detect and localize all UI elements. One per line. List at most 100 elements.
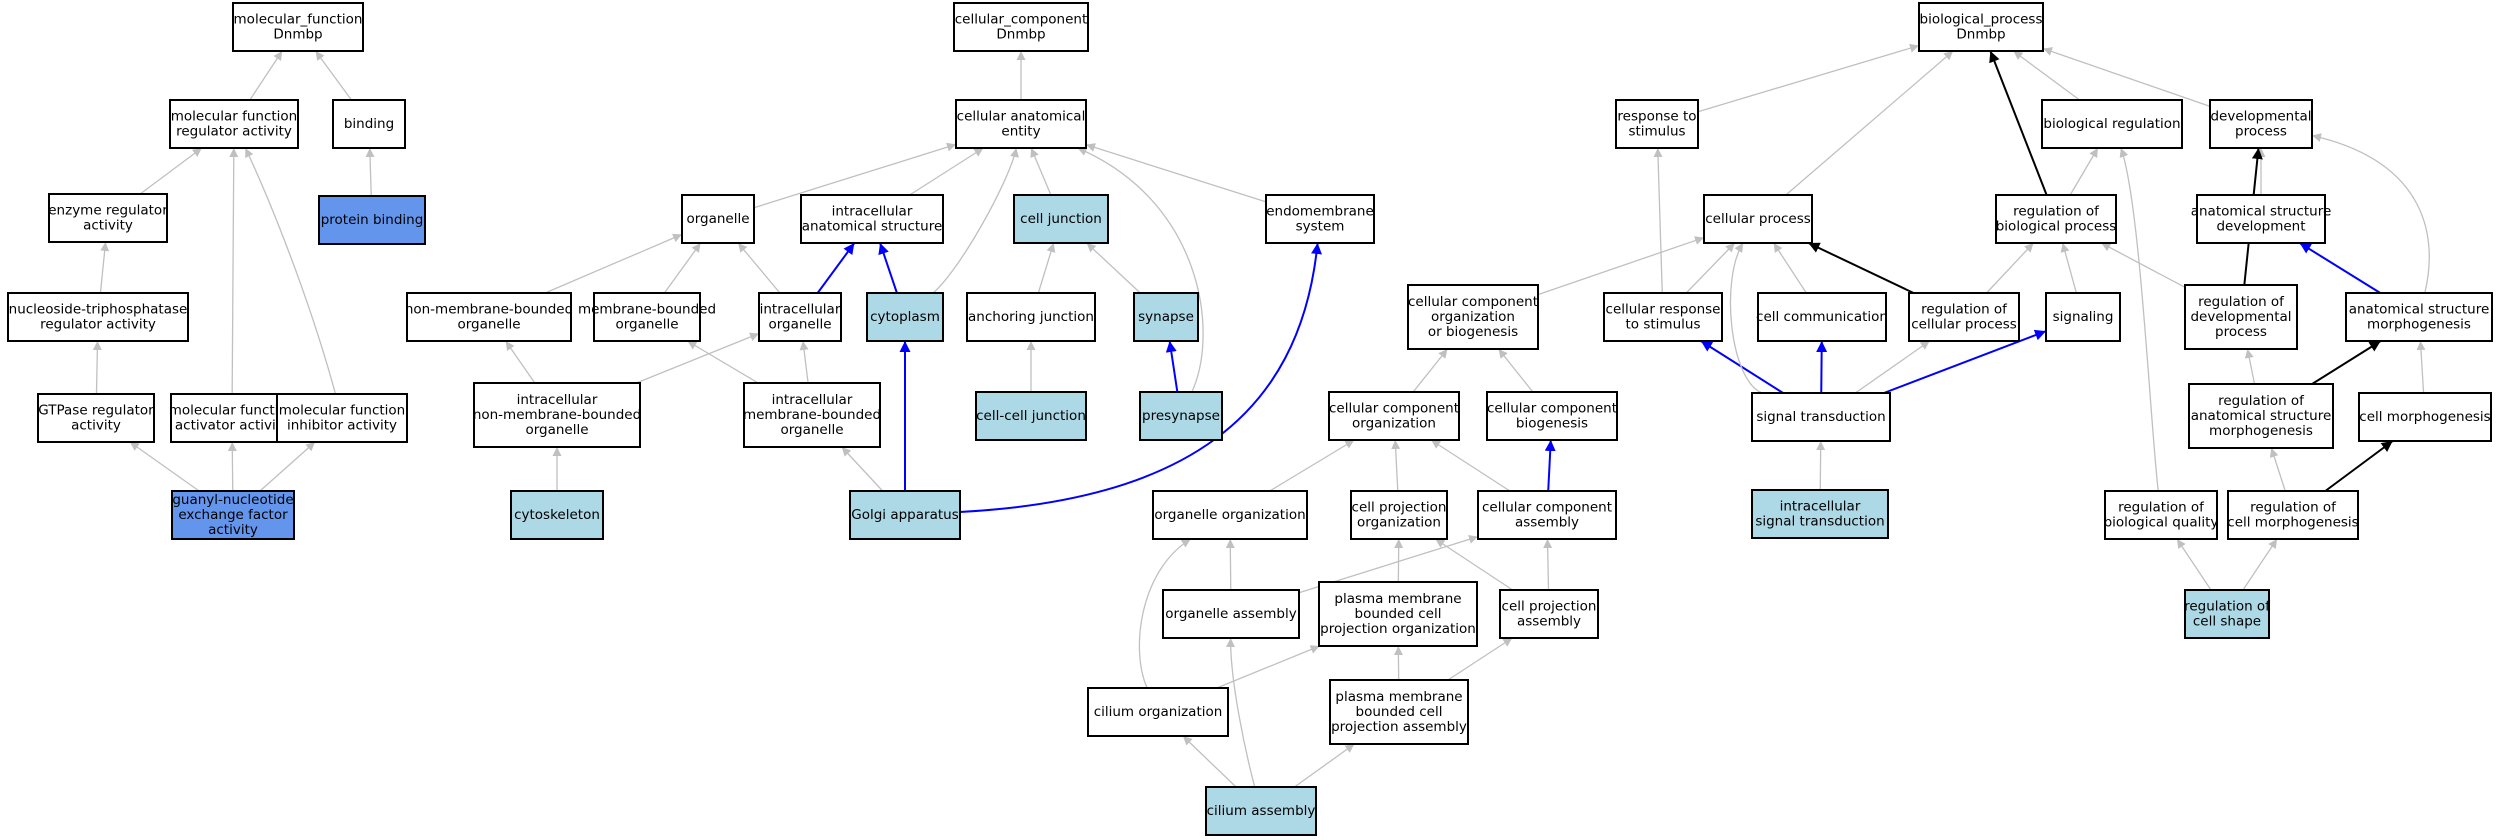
is-a-edge xyxy=(1773,242,1807,294)
node-label: cellular response xyxy=(1606,302,1721,318)
node-box xyxy=(743,382,881,448)
node-label: cell communication xyxy=(1756,309,1888,325)
go-term-node: cilium organization xyxy=(1087,687,1229,737)
node-box xyxy=(1995,194,2117,244)
is-a-edge xyxy=(2060,242,2078,294)
node-label: biogenesis xyxy=(1516,416,1588,432)
node-label: regulation of xyxy=(2198,294,2285,310)
node-label: regulation of xyxy=(2118,500,2205,516)
node-label: intracellular xyxy=(1780,499,1861,515)
node-label: cellular anatomical xyxy=(957,109,1086,125)
node-box xyxy=(1757,292,1887,342)
part-of-edge xyxy=(959,242,1322,513)
is-a-edge xyxy=(227,441,237,492)
node-box xyxy=(48,193,168,243)
is-a-edge xyxy=(1697,43,1920,113)
node-box xyxy=(2184,589,2270,639)
is-a-edge xyxy=(2242,538,2278,591)
node-box xyxy=(1318,581,1478,647)
node-box xyxy=(37,393,155,443)
node-label: morphogenesis xyxy=(2209,423,2313,439)
is-a-edge xyxy=(1543,538,1553,591)
node-box xyxy=(1918,2,2044,52)
is-a-edge xyxy=(1391,439,1401,492)
node-label: assembly xyxy=(1517,614,1581,630)
node-label: protein binding xyxy=(321,212,424,228)
node-box xyxy=(1477,490,1617,540)
node-box xyxy=(2358,392,2492,442)
node-box xyxy=(332,99,406,149)
node-label: stimulus xyxy=(1628,124,1685,140)
node-box xyxy=(7,292,189,342)
node-box xyxy=(966,292,1096,342)
node-label: regulation of xyxy=(1921,302,2008,318)
is-a-edge xyxy=(1138,538,1192,689)
node-box xyxy=(1499,589,1599,639)
node-label: organization xyxy=(1352,416,1436,432)
is-a-edge xyxy=(92,340,102,395)
is-a-edge xyxy=(2101,242,2186,288)
node-box xyxy=(510,490,604,540)
node-box xyxy=(866,292,944,342)
edges-layer xyxy=(92,43,2430,788)
node-box xyxy=(1615,99,1699,149)
node-box xyxy=(1152,490,1308,540)
is-a-edge xyxy=(841,446,884,492)
go-term-node: signaling xyxy=(2045,292,2121,342)
node-box xyxy=(975,391,1087,441)
node-label: cell morphogenesis xyxy=(2359,409,2490,425)
regulates-edge xyxy=(1808,242,1914,294)
is-a-edge xyxy=(1085,143,1267,203)
node-label: organelle xyxy=(780,422,843,438)
node-label: nucleoside-triphosphatase xyxy=(9,302,188,318)
node-box xyxy=(2045,292,2121,342)
go-term-node: intracellularnon-membrane-boundedorganel… xyxy=(473,382,641,448)
is-a-edge xyxy=(1785,50,1954,196)
is-a-edge xyxy=(1653,147,1663,294)
node-label: activity xyxy=(71,418,121,434)
go-term-node: cilium assembly xyxy=(1205,786,1317,836)
is-a-edge xyxy=(1854,340,1931,394)
node-label: signal transduction xyxy=(1755,514,1884,530)
is-a-edge xyxy=(1269,439,1355,492)
go-term-node: organelle xyxy=(681,194,755,244)
is-a-edge xyxy=(1816,440,1826,491)
node-box xyxy=(800,194,944,244)
node-label: organelle xyxy=(457,317,520,333)
is-a-edge xyxy=(1986,242,2034,294)
is-a-edge xyxy=(909,147,984,196)
part-of-edge xyxy=(1165,340,1179,393)
is-a-edge xyxy=(544,233,683,294)
is-a-edge xyxy=(1030,147,1052,196)
node-label: organelle xyxy=(686,211,749,227)
node-label: presynapse xyxy=(1142,408,1220,424)
node-box xyxy=(1162,589,1300,639)
is-a-edge xyxy=(1447,637,1513,681)
node-box xyxy=(2188,383,2334,449)
is-a-edge xyxy=(249,50,283,101)
node-label: cellular component xyxy=(1482,500,1612,516)
is-a-edge xyxy=(2269,447,2286,492)
is-a-edge xyxy=(1226,637,1256,788)
node-box xyxy=(849,490,961,540)
node-box xyxy=(593,292,701,342)
is-a-edge xyxy=(2311,133,2430,294)
node-label: regulator activity xyxy=(176,124,292,140)
go-term-node: protein binding xyxy=(318,195,426,245)
